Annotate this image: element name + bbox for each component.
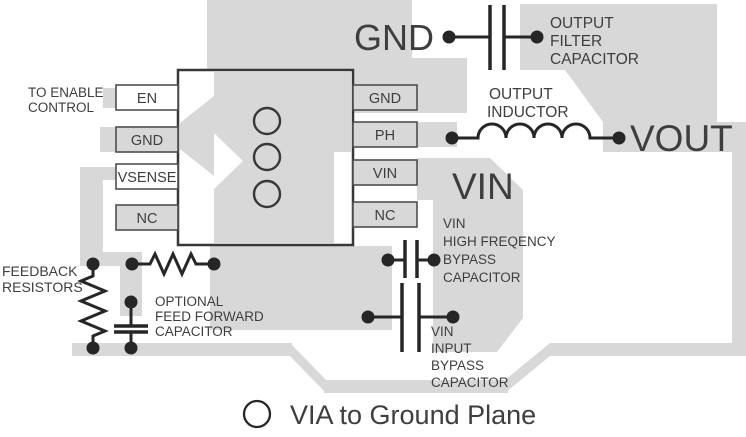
vin-hf-bypass-label-line4: CAPACITOR [443,270,521,285]
pin-gnd-left [115,126,179,153]
vin-input-bypass-capacitor-symbol [361,283,460,352]
chip-thermal-pour-chevron [180,96,214,176]
feed-forward-cap-label-line2: FEED FORWARD [155,309,264,324]
vout-label: VOUT [630,118,733,159]
pin-vsense [115,163,179,190]
pin-gnd-right [352,84,418,111]
vout-sense-right-trace [732,136,746,356]
pin-nc-right [352,201,418,228]
pin-vin [352,159,418,186]
pin-vsense-label: VSENSE [118,170,177,186]
ic-chip [176,68,355,247]
feed-forward-capacitor-symbol [114,295,148,355]
thermal-via-icon [252,179,282,209]
feed-forward-cap-label-line3: CAPACITOR [155,324,233,339]
gnd-pin-stub-trace [100,127,118,152]
pin-ph [352,121,418,148]
vsense-trace-vertical [80,167,103,266]
ic-pins: EN GND VSENSE NC GND PH VIN NC [115,84,418,231]
pin-gnd-left-label: GND [131,133,163,149]
output-filter-capacitor-symbol [442,5,544,70]
labels: TO ENABLE CONTROL GND OUTPUT FILTER CAPA… [2,15,733,390]
chip-pour-notch [214,133,243,189]
legend: VIA to Ground Plane [242,399,536,430]
feed-forward-cap-label-line1: OPTIONAL [155,294,224,309]
pin-gnd-right-label: GND [369,91,401,107]
pin-ph-label: PH [375,128,395,144]
solder-dot [124,341,138,355]
vin-hf-bypass-label-line1: VIN [443,216,466,231]
feedback-resistor-horizontal-symbol [125,250,221,278]
gnd-plane-label: GND [354,17,434,58]
output-inductor-label-line2: INDUCTOR [487,104,569,121]
feedback-resistors-label-line2: RESISTORS [2,279,83,295]
solder-dot [530,30,544,44]
solder-dot [381,253,395,267]
feedback-resistor-vertical-symbol [77,257,109,355]
solder-dot [86,257,100,271]
solder-dot [207,257,221,271]
solder-dot [125,257,139,271]
vin-input-bypass-label-line1: VIN [431,324,454,339]
feedback-resistors-label-line1: FEEDBACK [2,263,78,279]
solder-dot [442,30,456,44]
vin-high-freq-bypass-capacitor-symbol [381,240,441,278]
pin-en [115,84,179,111]
vin-pour [417,158,523,352]
solder-dot [445,131,459,145]
pin-en-label: EN [137,91,157,107]
vin-input-bypass-label-line2: INPUT [431,341,472,356]
thermal-via-icon [252,142,282,172]
output-inductor-label-line1: OUTPUT [489,86,553,103]
gnd-topright-vout-pour [520,4,746,152]
via-legend-icon [242,399,272,429]
solder-dot [612,131,626,145]
vout-sense-diagonal-right [505,343,550,393]
solder-dot [86,341,100,355]
vout-sense-band-left [72,343,292,356]
chip-outline [176,68,355,247]
pin-nc-left-label: NC [137,211,158,227]
chip-thermal-pour [214,72,351,243]
enable-control-label-line1: TO ENABLE [28,85,104,100]
legend-label: VIA to Ground Plane [290,400,536,430]
vout-sense-band-middle [324,380,508,393]
output-filter-cap-label-line1: OUTPUT [550,15,614,32]
resistor-zigzag [77,264,109,348]
vout-sense-band-right [550,343,746,356]
resistor-zigzag [132,250,214,278]
solder-dot [427,253,441,267]
vin-input-bypass-label-line3: BYPASS [431,358,484,373]
pin-vin-label: VIN [373,166,397,182]
pin-nc-left [115,204,179,231]
vin-input-bypass-label-line4: CAPACITOR [431,375,509,390]
vin-hf-bypass-label-line3: BYPASS [443,252,496,267]
solder-dot [446,310,460,324]
vin-hf-bypass-label-line2: HIGH FREQENCY [443,234,556,249]
vin-plane-label: VIN [452,166,514,207]
output-filter-cap-label-line3: CAPACITOR [550,51,639,68]
thermal-via-icon [252,106,282,136]
enable-control-label-line2: CONTROL [28,100,94,115]
inductor-coil [452,122,619,140]
solder-dot [124,295,138,309]
pin-nc-right-label: NC [375,208,396,224]
vout-sense-diagonal-left [290,343,326,393]
output-filter-cap-label-line2: FILTER [550,33,602,50]
solder-dot [361,310,375,324]
output-inductor-symbol [445,122,626,145]
